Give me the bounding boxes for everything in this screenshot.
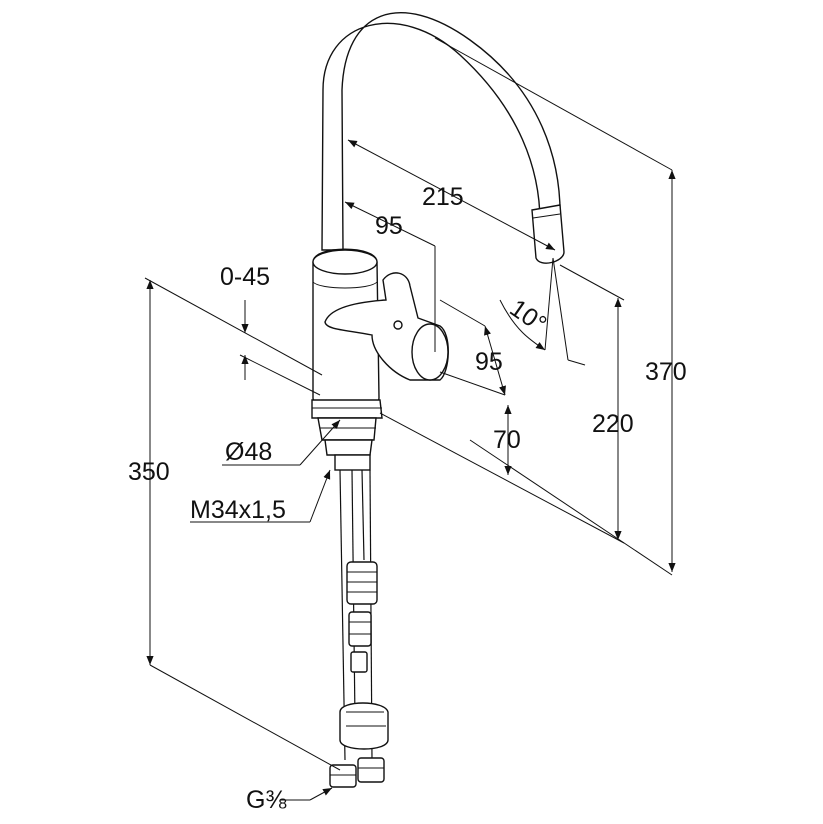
connector-left (329, 764, 357, 788)
dim-thread: M34x1,5 (190, 496, 286, 524)
dim-connector: G⅜ (246, 786, 286, 814)
dim-350: 350 (128, 458, 170, 486)
dim-spray-angle: 10° (505, 294, 552, 339)
dim-95-top: 95 (375, 212, 403, 240)
connector-right (357, 757, 385, 783)
spout (321, 12, 561, 251)
dim-diameter: Ø48 (225, 438, 272, 466)
dim-220: 220 (592, 410, 634, 438)
dim-370: 370 (645, 358, 687, 386)
dim-70: 70 (493, 426, 521, 454)
dimension-lines (144, 37, 676, 801)
faucet-outline (311, 12, 565, 788)
dim-215: 215 (422, 183, 464, 211)
dim-95-side: 95 (475, 348, 503, 376)
dim-angle-range: 0-45 (220, 263, 270, 291)
